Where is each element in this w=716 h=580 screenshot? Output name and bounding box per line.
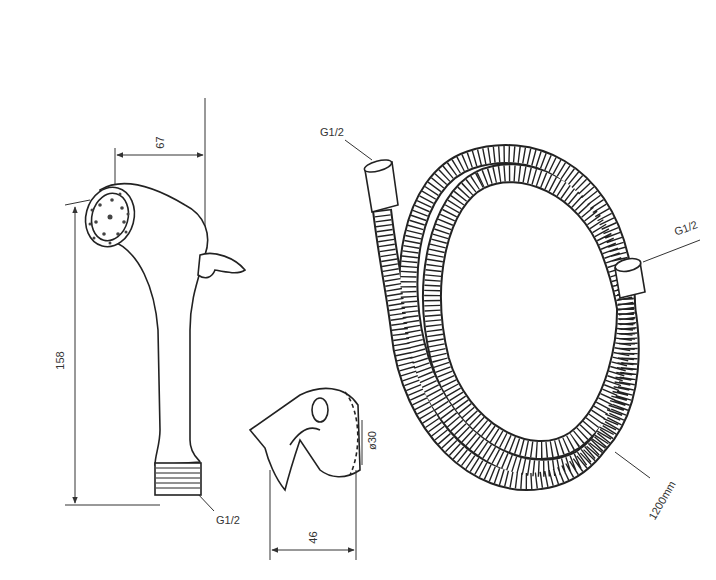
diameter-dimension: ø30 xyxy=(366,429,379,452)
hose-length: 1200mm xyxy=(645,476,680,523)
dimension-width: 67 xyxy=(154,134,167,150)
thread-size: G1/2 xyxy=(671,217,702,239)
thread-size: G1/2 xyxy=(318,126,346,139)
dimension-width: 46 xyxy=(307,529,320,545)
thread-size: G1/2 xyxy=(214,514,242,527)
dimension-height: 158 xyxy=(53,349,66,371)
